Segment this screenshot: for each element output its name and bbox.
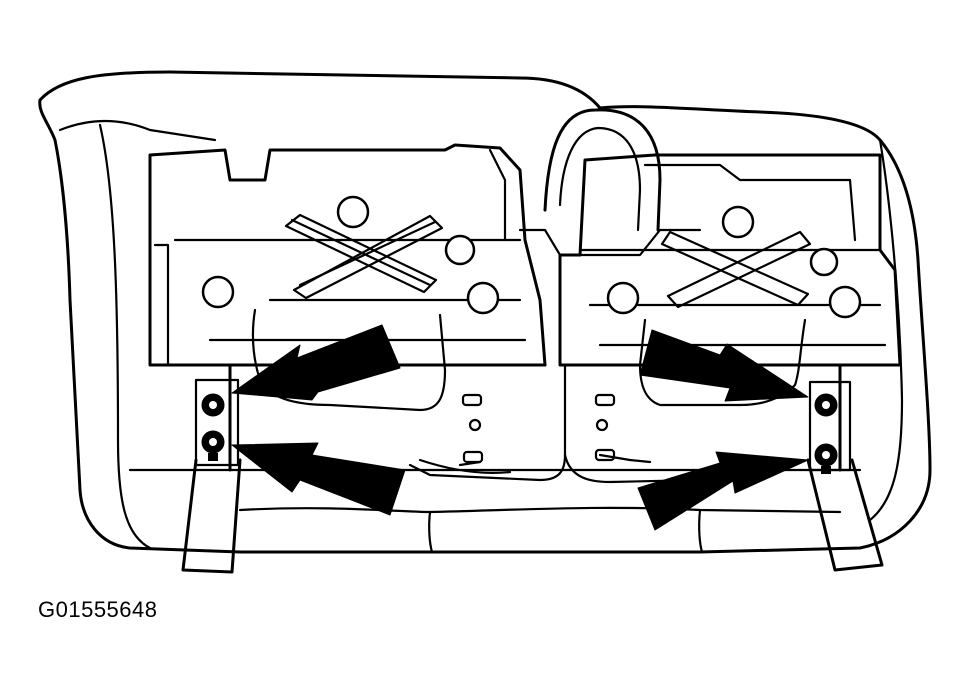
lower-brackets — [228, 308, 842, 484]
bolt-lower-left — [201, 430, 225, 461]
bolt-lower-right — [814, 443, 838, 474]
arrow-lower-left — [231, 442, 406, 516]
bolt-upper-right — [814, 393, 838, 417]
arrow-upper-left — [231, 324, 401, 401]
left-seat-frame — [148, 143, 547, 367]
arrow-upper-right — [639, 329, 809, 402]
callout-arrows — [231, 324, 809, 531]
seat-belt-straps — [181, 378, 884, 574]
right-seat-frame — [558, 153, 902, 367]
center-hump — [518, 108, 702, 257]
seat-cushion-outline — [38, 70, 932, 554]
bolt-upper-left — [201, 393, 225, 417]
arrow-lower-right — [637, 451, 809, 531]
figure-code: G01555648 — [38, 597, 158, 622]
mounting-bolts — [201, 393, 838, 474]
